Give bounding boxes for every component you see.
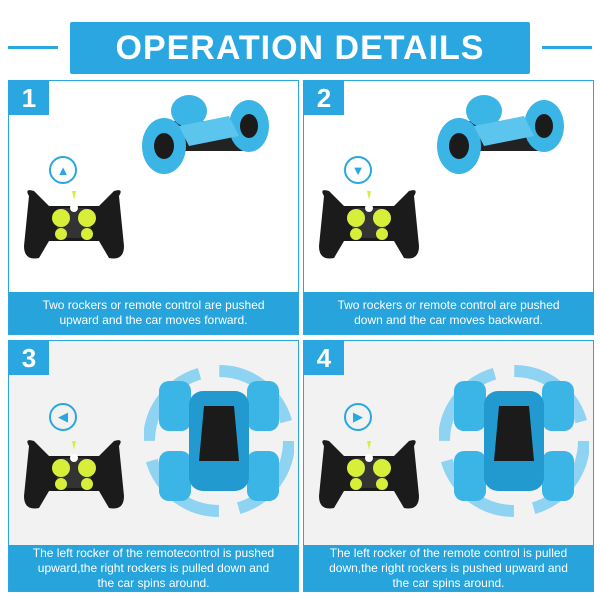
spinning-car-image [438,361,590,526]
panel-step-2: ▼ 2 Two rockers or remote control are pu… [303,80,594,335]
illustration: ▼ [304,81,593,292]
arrow-left-icon: ◀ [49,403,77,431]
spinning-car-image [143,361,295,526]
panel-step-1: ▲ 1 Two rockers or remote control are pu… [8,80,299,335]
step-number: 1 [9,81,49,115]
arrow-right-icon: ▶ [344,403,372,431]
step-number: 3 [9,341,49,375]
remote-control-image [19,186,129,271]
stunt-car-image [424,91,574,186]
panel-step-4: ▶ 4 The left rocker of the remote contro… [303,340,594,592]
arrow-up-icon: ▲ [49,156,77,184]
illustration: ◀ [9,341,298,545]
remote-control-image [19,436,129,521]
step-number: 2 [304,81,344,115]
page-title: OPERATION DETAILS [115,28,485,67]
arrow-down-icon: ▼ [344,156,372,184]
step-caption: Two rockers or remote control are pushed… [9,292,298,334]
header-banner: OPERATION DETAILS [8,22,592,74]
illustration: ▶ [304,341,593,545]
stunt-car-image [129,91,279,186]
step-caption: The left rocker of the remote control is… [304,545,593,591]
step-number: 4 [304,341,344,375]
illustration: ▲ [9,81,298,292]
remote-control-image [314,436,424,521]
panel-step-3: ◀ 3 The left rocker of the remotecontrol… [8,340,299,592]
step-caption: Two rockers or remote control are pushed… [304,292,593,334]
step-caption: The left rocker of the remotecontrol is … [9,545,298,591]
remote-control-image [314,186,424,271]
